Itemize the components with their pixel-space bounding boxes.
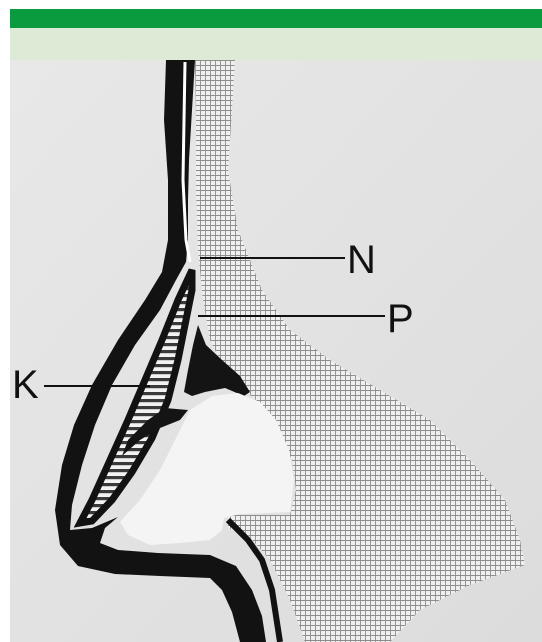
header-subbar	[10, 28, 542, 60]
label-k: K	[12, 363, 39, 407]
nasal-anatomy-figure: N P K	[10, 60, 542, 642]
label-n: N	[347, 238, 376, 282]
label-p: P	[387, 297, 414, 341]
header-green-bar	[10, 9, 542, 28]
